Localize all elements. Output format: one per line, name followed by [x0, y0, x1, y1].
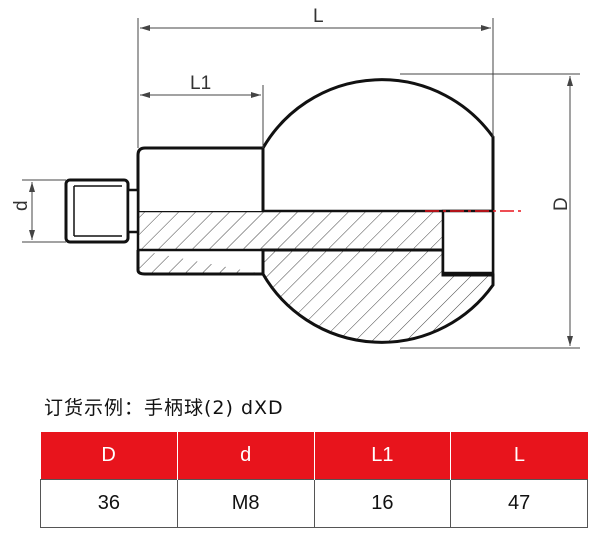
stud-collar — [126, 188, 140, 234]
dim-label-D: D — [551, 197, 572, 211]
neck-lower — [136, 250, 263, 276]
arrowhead — [140, 92, 150, 98]
ball-section — [261, 248, 495, 344]
order-example-caption: 订货示例：手柄球(2) dXD — [44, 397, 284, 419]
arrowhead — [481, 25, 491, 31]
ball-outline — [261, 78, 495, 211]
table-header-row: D d L1 L — [40, 432, 588, 480]
column-header: d — [176, 432, 314, 480]
arrowhead — [567, 336, 573, 346]
table-cell: 47 — [450, 479, 588, 528]
column-header: L1 — [313, 432, 451, 480]
dim-label-L: L — [313, 6, 324, 27]
dim-label-d: d — [11, 200, 32, 211]
arrowhead — [567, 76, 573, 86]
spec-table: D d L1 L 36 M8 16 47 — [40, 432, 588, 528]
arrowhead — [140, 25, 150, 31]
dim-label-L1: L1 — [190, 73, 211, 94]
column-header: D — [40, 432, 178, 480]
arrowhead — [29, 230, 35, 240]
ball-bore — [441, 209, 495, 275]
column-header: L — [450, 432, 588, 480]
table-cell: 36 — [40, 479, 178, 528]
table-row: 36 M8 16 47 — [40, 479, 588, 528]
neck — [136, 146, 265, 211]
technical-drawing: L L1 d D — [11, 6, 580, 349]
thread-stud — [64, 178, 130, 244]
table-cell: 16 — [313, 479, 452, 528]
arrowhead — [251, 92, 261, 98]
arrowhead — [29, 182, 35, 192]
table-cell: M8 — [176, 479, 315, 528]
